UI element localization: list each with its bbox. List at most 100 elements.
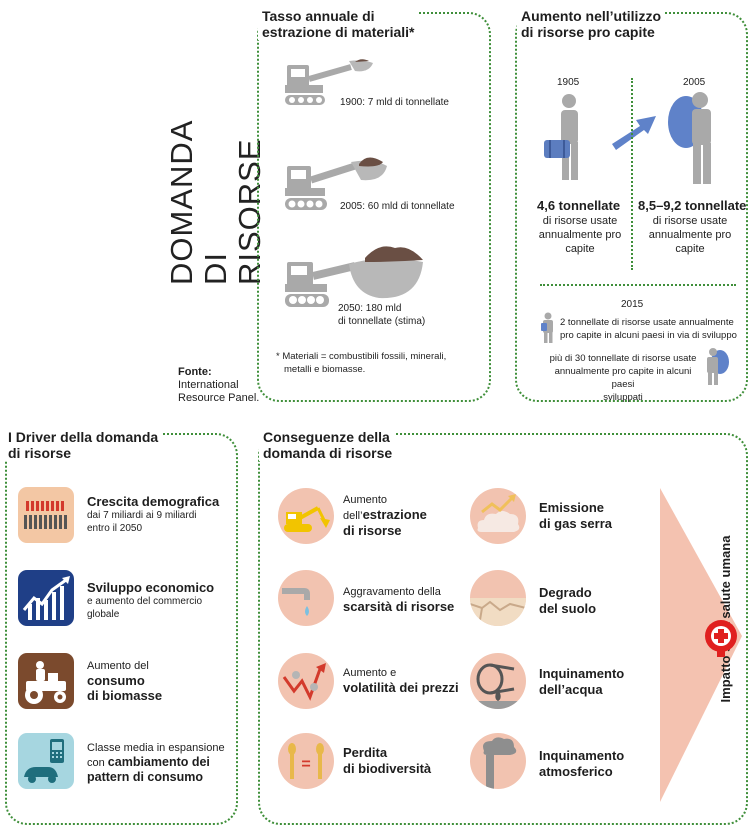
year-2015: 2015	[621, 299, 644, 310]
note-2015-developing: 2 tonnellate di risorse usate annualment…	[560, 316, 737, 342]
cons-extraction-bold: di risorse	[343, 523, 402, 538]
drivers-title: I Driver della domanda di risorse	[4, 429, 163, 461]
drivers-title-line1: I Driver della domanda	[8, 429, 159, 445]
cons-extraction-pre: dell’	[343, 510, 363, 522]
desc-2005-line3: capite	[675, 243, 705, 255]
extraction-title: Tasso annuale di estrazione di materiali…	[258, 8, 419, 40]
driver-biomass-text: Aumento del consumo di biomasse	[87, 659, 162, 703]
note-2015-b-line2: annualmente pro capite in alcuni paesi	[554, 366, 692, 390]
driver-biomass-line1: Aumento del	[87, 660, 149, 672]
desc-1905: di risorse usate annualmente pro capite	[530, 214, 630, 256]
driver-middleclass-bold: pattern di consumo	[87, 770, 203, 784]
year-1905: 1905	[557, 77, 580, 88]
per-capita-title: Aumento nell’utilizzo di risorse pro cap…	[517, 8, 665, 40]
cons-scarcity-line1: Aggravamento della	[343, 586, 441, 598]
drivers-title-line2: di risorse	[8, 445, 72, 461]
extraction-title-line2: estrazione di materiali*	[262, 24, 415, 40]
cons-biodiversity-bold1: Perdita	[343, 745, 388, 760]
driver-middleclass-bold-inline: cambiamento dei	[107, 755, 210, 769]
value-2005: 8,5–9,2 tonnellate	[638, 198, 747, 213]
desc-2005-line1: di risorse usate	[652, 215, 728, 227]
note-2015-b-line3: sviluppati	[603, 392, 643, 403]
value-1905: 4,6 tonnellate	[537, 198, 621, 213]
excavator-small-icon	[285, 59, 373, 105]
increase-arrow-icon	[612, 116, 656, 150]
extraction-2050-label: 2050: 180 mld di tonnellate (stima)	[338, 302, 425, 328]
excavator-icon	[278, 488, 334, 544]
cons-ghg-bold2: di gas serra	[539, 516, 612, 531]
source-line1: International	[178, 379, 239, 391]
main-title: DOMANDA DI RISORSE	[164, 119, 267, 285]
cons-extraction-line1: Aumento	[343, 494, 388, 506]
water-drop-icon	[278, 570, 334, 626]
note-2015-b-line1: più di 30 tonnellate di risorse usate	[549, 353, 697, 364]
cons-air-bold1: Inquinamento	[539, 748, 625, 763]
source-line2: Resource Panel.	[178, 392, 260, 404]
cons-extraction-bold-inline: estrazione	[362, 507, 427, 522]
impact-bold: salute umana	[718, 535, 733, 619]
per-capita-title-line2: di risorse pro capite	[521, 24, 655, 40]
note-2015-a-line1: 2 tonnellate di risorse usate annualment…	[560, 317, 734, 328]
driver-biomass-bold1: consumo	[87, 673, 145, 688]
driver-demographic-line2: entro il 2050	[87, 523, 143, 534]
dotted-divider-horizontal	[540, 284, 736, 286]
greenhouse-gas-icon	[470, 488, 526, 544]
person-with-suitcase-icon	[544, 94, 578, 180]
excavator-medium-icon	[285, 157, 387, 210]
cons-soil-bold1: Degrado	[539, 585, 592, 600]
cons-prices-bold: volatilità dei prezzi	[343, 680, 459, 695]
driver-demographic-title: Crescita demografica	[87, 494, 220, 509]
consequence-extraction-text: Aumento dell’estrazione di risorse	[343, 493, 427, 539]
extraction-2050-line1: 2050: 180 mld	[338, 303, 402, 314]
per-capita-title-line1: Aumento nell’utilizzo	[521, 8, 661, 24]
driver-middleclass-pre: con	[87, 757, 108, 769]
consequences-title-line1: Conseguenze della	[263, 429, 390, 445]
extraction-2050-line2: di tonnellate (stima)	[338, 316, 426, 327]
consequence-air-text: Inquinamento atmosferico	[539, 748, 624, 780]
consequence-biodiversity-text: Perdita di biodiversità	[343, 745, 431, 777]
note-2015-a-line2: pro capite in alcuni paesi in via di svi…	[560, 330, 737, 341]
dotted-divider-vertical	[631, 78, 633, 270]
cons-ghg-bold1: Emissione	[539, 500, 605, 515]
extraction-1900-label: 1900: 7 mld di tonnellate	[340, 97, 449, 108]
consequence-water-text: Inquinamento dell’acqua	[539, 666, 624, 698]
cons-water-bold2: dell’acqua	[539, 682, 603, 697]
consequence-soil-text: Degrado del suolo	[539, 585, 596, 617]
desc-1905-line2: annualmente pro	[538, 229, 622, 241]
extraction-footnote: * Materiali = combustibili fossili, mine…	[276, 350, 446, 376]
cons-soil-bold2: del suolo	[539, 601, 597, 616]
main-title-line1: DOMANDA	[164, 119, 199, 285]
note-2015-developed: più di 30 tonnellate di risorse usate an…	[543, 352, 703, 404]
svg-text:=: =	[301, 756, 310, 773]
driver-biomass-bold2: di biomasse	[87, 688, 163, 703]
driver-middleclass-line1: Classe media in espansione	[87, 742, 225, 754]
cracked-soil-icon	[470, 570, 526, 626]
population-icon	[18, 487, 74, 543]
consequence-scarcity-text: Aggravamento della scarsità di risorse	[343, 585, 454, 615]
desc-2005-line2: annualmente pro	[648, 229, 732, 241]
footnote-line1: * Materiali = combustibili fossili, mine…	[276, 351, 447, 362]
phone-car-icon	[18, 733, 74, 789]
extraction-title-line1: Tasso annuale di	[262, 8, 375, 24]
driver-economic-line2: globale	[87, 609, 120, 620]
small-person-icon	[541, 312, 553, 343]
cons-air-bold2: atmosferico	[539, 764, 613, 779]
air-pollution-icon	[470, 733, 526, 789]
price-volatility-icon	[278, 653, 334, 709]
driver-middleclass-text: Classe media in espansione con cambiamen…	[87, 741, 225, 785]
consequences-title-line2: domanda di risorse	[263, 445, 393, 461]
small-person-backpack-icon	[707, 348, 729, 385]
cons-scarcity-bold: scarsità di risorse	[343, 599, 455, 614]
growth-chart-icon	[18, 570, 74, 626]
footnote-line2: metalli e biomasse.	[284, 364, 366, 375]
year-2005: 2005	[683, 77, 706, 88]
health-cross-icon	[705, 620, 737, 657]
cons-water-bold1: Inquinamento	[539, 666, 625, 681]
cons-prices-line1: Aumento e	[343, 667, 397, 679]
water-pollution-icon	[470, 653, 526, 709]
extraction-2005-label: 2005: 60 mld di tonnellate	[340, 201, 455, 212]
consequence-ghg-text: Emissione di gas serra	[539, 500, 612, 532]
tractor-icon	[18, 653, 74, 709]
impact-arrow	[660, 488, 742, 802]
consequences-title: Conseguenze della domanda di risorse	[259, 429, 397, 461]
